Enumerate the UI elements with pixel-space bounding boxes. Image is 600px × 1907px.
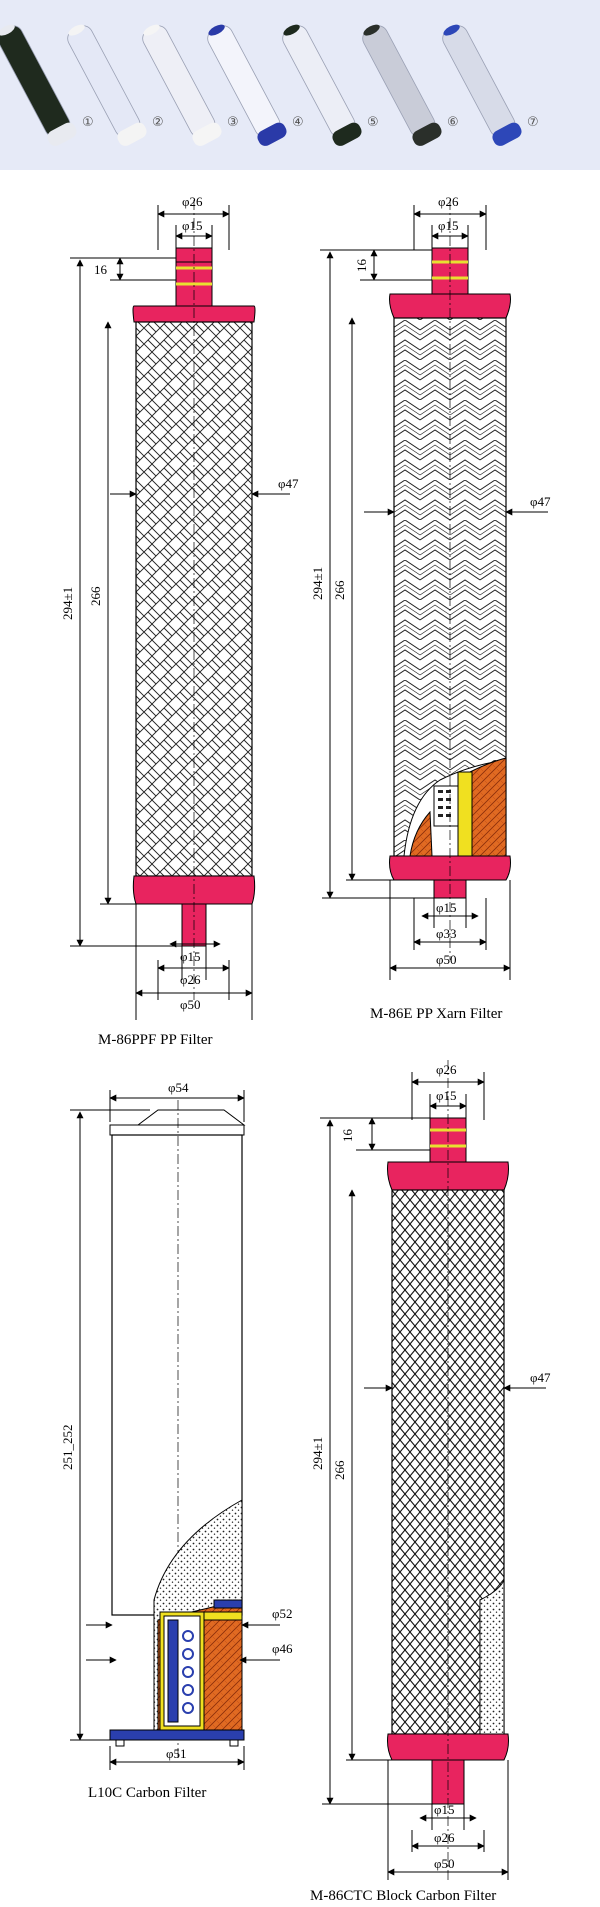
dim-top: φ54 bbox=[168, 1080, 189, 1095]
dim-d1: φ52 bbox=[272, 1606, 293, 1621]
dim-bot-outer: φ50 bbox=[180, 997, 201, 1012]
dim-bot-inner: φ15 bbox=[180, 949, 201, 964]
dim-bot-inner: φ15 bbox=[434, 1802, 455, 1817]
dim-top-inner: φ15 bbox=[438, 218, 459, 233]
caption-m86ppf: M-86PPF PP Filter bbox=[98, 1032, 213, 1048]
cartridge-photo-1 bbox=[0, 24, 77, 146]
dim-bot-mid: φ26 bbox=[180, 972, 201, 987]
dim-overall: 294±1 bbox=[310, 1437, 325, 1470]
dim-body-dia: φ47 bbox=[530, 494, 551, 509]
cartridge-number-1: ① bbox=[82, 115, 94, 130]
cartridge-number-7: ⑦ bbox=[527, 115, 539, 130]
caption-m86e: M-86E PP Xarn Filter bbox=[370, 1006, 502, 1022]
cartridge-number-5: ⑤ bbox=[367, 115, 379, 130]
technical-drawings: φ26 φ15 16 294±1 266 φ47 φ15 φ26 φ50 M-8… bbox=[60, 194, 551, 1904]
dim-overall: 294±1 bbox=[310, 567, 325, 600]
dim-top-outer: φ26 bbox=[436, 1062, 457, 1077]
cartridge-photo-7 bbox=[442, 24, 522, 146]
cartridge-number-2: ② bbox=[152, 115, 164, 130]
dim-top-outer: φ26 bbox=[438, 194, 459, 209]
filter-m86e-drawing: φ26 φ15 16 294±1 266 φ47 φ15 φ33 φ50 M-8… bbox=[310, 194, 551, 1022]
caption-m86ctc: M-86CTC Block Carbon Filter bbox=[310, 1888, 496, 1904]
cartridge-photo-6 bbox=[362, 24, 442, 146]
filter-l10c-drawing: φ54 251_252 φ52 φ46 φ51 L10C Carbon Filt… bbox=[60, 1080, 293, 1801]
dim-bot-inner: φ15 bbox=[436, 900, 457, 915]
dim-body-len: 266 bbox=[332, 580, 347, 600]
dim-body-dia: φ47 bbox=[278, 476, 299, 491]
dim-body-dia: φ47 bbox=[530, 1370, 551, 1385]
product-photo-strip: ① ② ③ ④ ⑤ ⑥ ⑦ bbox=[0, 0, 600, 170]
cartridge-number-3: ③ bbox=[227, 115, 239, 130]
dim-bot-mid: φ33 bbox=[436, 926, 457, 941]
cartridge-photo-2 bbox=[67, 24, 147, 146]
filter-m86ppf-drawing: φ26 φ15 16 294±1 266 φ47 φ15 φ26 φ50 M-8… bbox=[60, 194, 299, 1048]
dim-top-inner: φ15 bbox=[436, 1088, 457, 1103]
dim-bot-mid: φ26 bbox=[434, 1830, 455, 1845]
dim-neck: 16 bbox=[354, 259, 369, 273]
dim-length: 251_252 bbox=[60, 1425, 75, 1471]
cartridge-photo-3 bbox=[142, 24, 222, 146]
cartridge-photo-4 bbox=[207, 24, 287, 146]
dim-top-outer: φ26 bbox=[182, 194, 203, 209]
dim-d2: φ46 bbox=[272, 1641, 293, 1656]
dim-overall: 294±1 bbox=[60, 587, 75, 620]
caption-l10c: L10C Carbon Filter bbox=[88, 1785, 206, 1801]
cartridge-photos: ① ② ③ ④ ⑤ ⑥ ⑦ bbox=[0, 24, 539, 146]
dim-neck: 16 bbox=[340, 1129, 355, 1143]
dim-body-len: 266 bbox=[88, 586, 103, 606]
dim-body-len: 266 bbox=[332, 1460, 347, 1480]
cartridge-number-6: ⑥ bbox=[447, 115, 459, 130]
dim-neck: 16 bbox=[94, 262, 108, 277]
filter-m86ctc-drawing: φ26 φ15 16 294±1 266 φ47 φ15 φ26 φ50 M-8… bbox=[310, 1060, 551, 1904]
dim-bot-outer: φ50 bbox=[434, 1856, 455, 1871]
cartridge-photo-5 bbox=[282, 24, 362, 146]
dim-bot-outer: φ50 bbox=[436, 952, 457, 967]
dim-top-inner: φ15 bbox=[182, 218, 203, 233]
cartridge-number-4: ④ bbox=[292, 115, 304, 130]
dim-base: φ51 bbox=[166, 1746, 187, 1761]
